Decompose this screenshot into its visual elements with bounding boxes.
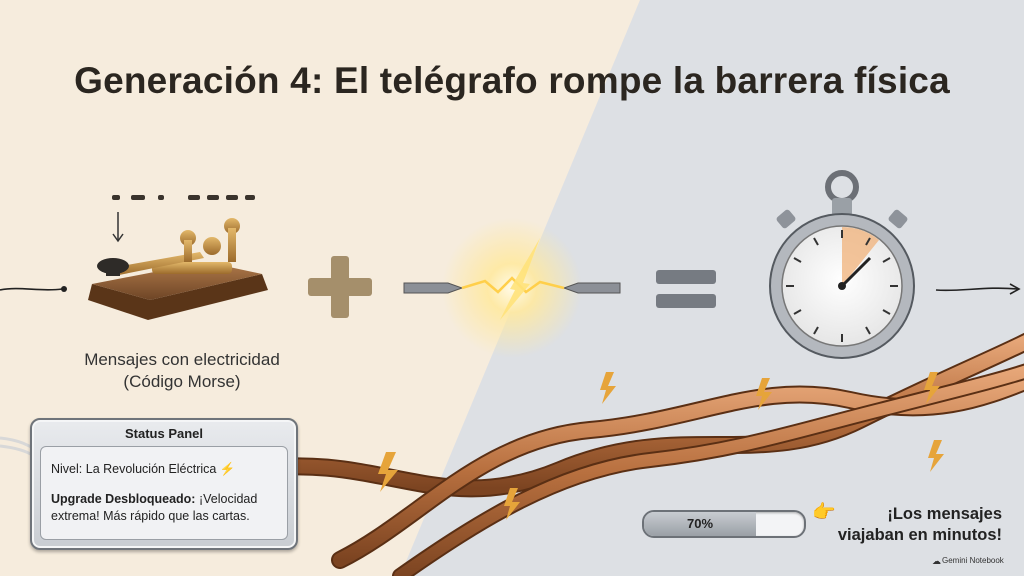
level-row: Nivel: La Revolución Eléctrica ⚡ bbox=[51, 461, 235, 478]
lightning-icon bbox=[378, 372, 944, 520]
upgrade-label: Upgrade Desbloqueado: bbox=[51, 492, 196, 506]
copper-wire-icon bbox=[241, 332, 1024, 576]
signal-wire-left-icon bbox=[0, 286, 67, 292]
upgrade-text: ¡Velocidad extrema! Más rápido que las c… bbox=[51, 492, 258, 523]
status-panel-body: Nivel: La Revolución Eléctrica ⚡ Upgrade… bbox=[40, 446, 288, 540]
progress-fill bbox=[644, 512, 756, 536]
callout-line-2: viajaban en minutos! bbox=[837, 526, 1002, 544]
status-panel-title: Status Panel bbox=[124, 426, 204, 441]
signal-wire-right-icon bbox=[935, 283, 1021, 295]
level-label: Nivel: bbox=[51, 462, 83, 476]
plus-icon bbox=[308, 256, 372, 318]
equals-icon bbox=[656, 270, 716, 308]
telegraph-key-icon bbox=[88, 218, 268, 320]
hand-pointer-icon: 👉 bbox=[812, 502, 836, 523]
stopwatch-icon bbox=[769, 170, 915, 359]
upgrade-row: Upgrade Desbloqueado: ¡Velocidad extrema… bbox=[51, 491, 281, 525]
brand-label: Gemini Notebook bbox=[942, 556, 1004, 565]
caption-line-2: (Código Morse) bbox=[123, 372, 241, 391]
spark-icon bbox=[403, 218, 621, 358]
level-value: La Revolución Eléctrica bbox=[85, 462, 217, 476]
callout-text: ¡Los mensajes viajaban en minutos! bbox=[812, 504, 1002, 546]
press-arrow-icon bbox=[112, 212, 124, 243]
page-title: Generación 4: El telégrafo rompe la barr… bbox=[74, 60, 950, 101]
lightning-icon: ⚡ bbox=[219, 462, 236, 476]
caption-line-1: Mensajes con electricidad bbox=[84, 350, 280, 369]
telegraph-caption: Mensajes con electricidad (Código Morse) bbox=[52, 349, 312, 393]
status-panel: Status Panel Nivel: La Revolución Eléctr… bbox=[30, 418, 298, 550]
brand-icon: ☁ bbox=[932, 556, 941, 566]
callout-line-1: ¡Los mensajes bbox=[887, 505, 1002, 523]
progress-label: 70% bbox=[686, 516, 714, 531]
morse-code-icon bbox=[112, 195, 255, 200]
progress-bar: 70% bbox=[642, 510, 806, 538]
